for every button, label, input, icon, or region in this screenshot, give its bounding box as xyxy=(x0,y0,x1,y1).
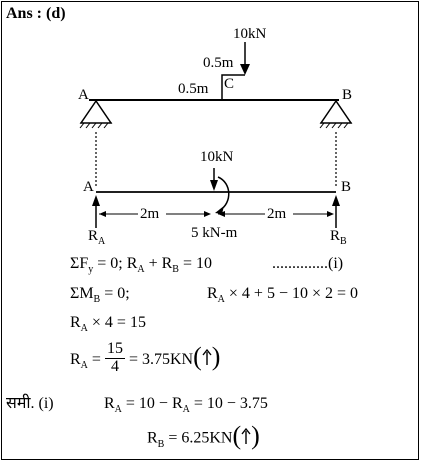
support-b-hatch xyxy=(319,122,352,129)
offset-top-label: 0.5m xyxy=(203,55,234,71)
point-b-label-1: B xyxy=(342,87,353,103)
reaction-b-head xyxy=(332,195,340,206)
point-b-label-2: B xyxy=(341,179,352,195)
paren-close: ) xyxy=(211,342,221,372)
equation-substitution-label: समी. (i) xyxy=(6,395,54,412)
equation-force-balance: ΣFy = 0; RA + RB = 10 xyxy=(70,255,212,275)
equation-substitution: RA = 10 − RA = 10 − 3.75 xyxy=(104,395,268,415)
equation-moment-expression: RA × 4 + 5 − 10 × 2 = 0 xyxy=(207,285,359,305)
equation-reference: ..............(i) xyxy=(272,255,344,272)
dim-left-head-a xyxy=(99,211,106,217)
reaction-b-label: RB xyxy=(330,228,347,247)
reaction-a-label: RA xyxy=(88,228,106,247)
point-a-label-2: A xyxy=(83,179,94,195)
up-arrow-icon xyxy=(241,427,251,444)
offset-side-label: 0.5m xyxy=(178,81,209,97)
span-left-label: 2m xyxy=(140,206,160,222)
equation-ra-times-4: RA × 4 = 15 xyxy=(70,314,146,334)
force-label: 10kN xyxy=(200,149,234,165)
moment-arrow-head xyxy=(215,206,224,214)
load-label: 10kN xyxy=(233,26,267,42)
span-right-label: 2m xyxy=(267,206,287,222)
dim-left-head-b xyxy=(204,211,211,217)
paren-close-2: ) xyxy=(251,421,260,450)
support-a-hatch xyxy=(79,122,112,129)
paren-open-2: ( xyxy=(232,421,242,450)
equation-rb-value: RB = 6.25KN() xyxy=(147,421,260,450)
reaction-a-head xyxy=(92,195,100,206)
support-a-triangle xyxy=(79,99,113,124)
dim-right-head-b xyxy=(327,211,334,217)
point-c-label: C xyxy=(224,76,235,92)
point-a-label-1: A xyxy=(78,87,89,103)
equation-moment-balance: ΣMB = 0; xyxy=(70,285,130,305)
moment-label: 5 kN-m xyxy=(191,225,238,241)
support-b-triangle xyxy=(319,99,353,124)
paren-open: ( xyxy=(193,342,202,372)
force-arrow-head xyxy=(210,180,218,191)
bracket-c xyxy=(221,74,245,100)
answer-label: Ans : (d) xyxy=(6,5,66,22)
up-arrow-icon xyxy=(202,349,212,366)
moment-arc xyxy=(217,176,230,211)
dim-right-head-a xyxy=(218,211,225,217)
load-arrow-head xyxy=(240,64,250,75)
